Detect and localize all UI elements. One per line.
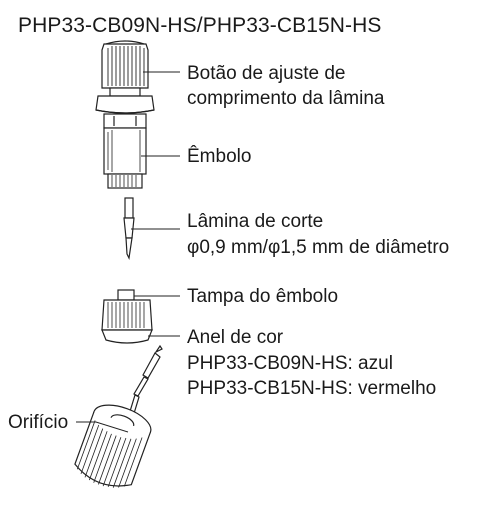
cap-with-blade-illustration — [74, 344, 163, 488]
adjust-knob-label-line1: Botão de ajuste de — [187, 63, 346, 84]
adjust-knob-label-line2: comprimento da lâmina — [187, 88, 385, 109]
blade-label-line1: Lâmina de corte — [187, 211, 324, 232]
flange-shape — [95, 87, 155, 129]
leader-lines — [76, 71, 180, 433]
plunger-label: Êmbolo — [187, 146, 252, 167]
blade-label-line2: φ0,9 mm/φ1,5 mm de diâmetro — [187, 237, 450, 258]
adjust-knob-shape — [101, 40, 149, 89]
blade-holder-illustration — [95, 40, 155, 189]
blade-illustration — [123, 197, 135, 260]
plunger-body-shape — [103, 127, 147, 189]
leader-hole — [76, 421, 129, 433]
color-ring-label: Anel de cor — [187, 327, 284, 348]
page-title: PHP33-CB09N-HS/PHP33-CB15N-HS — [18, 14, 382, 37]
plunger-cap-label: Tampa do êmbolo — [187, 286, 339, 307]
plunger-cap-illustration — [101, 289, 153, 344]
color-ring-shape — [101, 329, 153, 344]
hole-label: Orifício — [8, 412, 69, 433]
color-red-label: PHP33-CB15N-HS: vermelho — [187, 378, 437, 399]
color-blue-label: PHP33-CB09N-HS: azul — [187, 353, 393, 374]
